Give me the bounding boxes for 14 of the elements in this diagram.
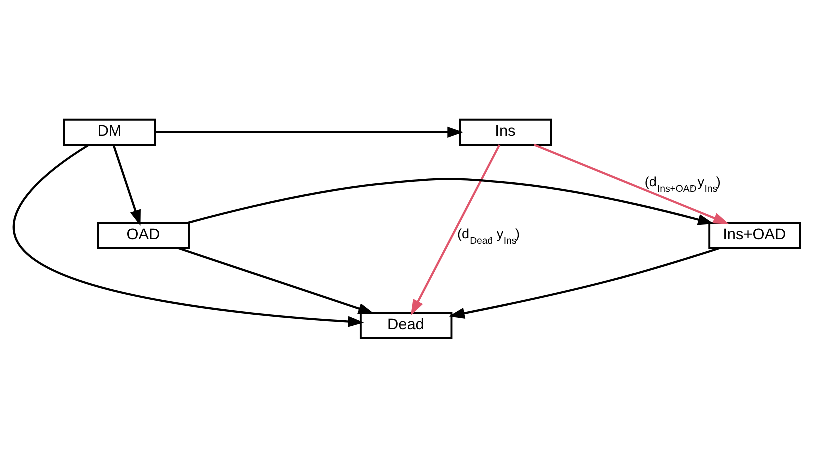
node-box: Dead	[360, 312, 453, 339]
arrow	[410, 144, 501, 316]
node-box: Ins+OAD	[708, 222, 802, 249]
arrow	[448, 246, 720, 318]
node-box: OAD	[97, 222, 190, 249]
edge-label: (d$_{Dead}$, y$_{Ins}$)	[458, 226, 520, 246]
arrow	[155, 126, 464, 138]
node-box: DM	[63, 118, 156, 146]
arrow	[112, 144, 141, 226]
node-box: Ins	[459, 118, 552, 146]
arrow	[178, 246, 374, 314]
arrow	[187, 178, 714, 225]
arrow	[13, 144, 364, 327]
arrow	[534, 144, 730, 224]
